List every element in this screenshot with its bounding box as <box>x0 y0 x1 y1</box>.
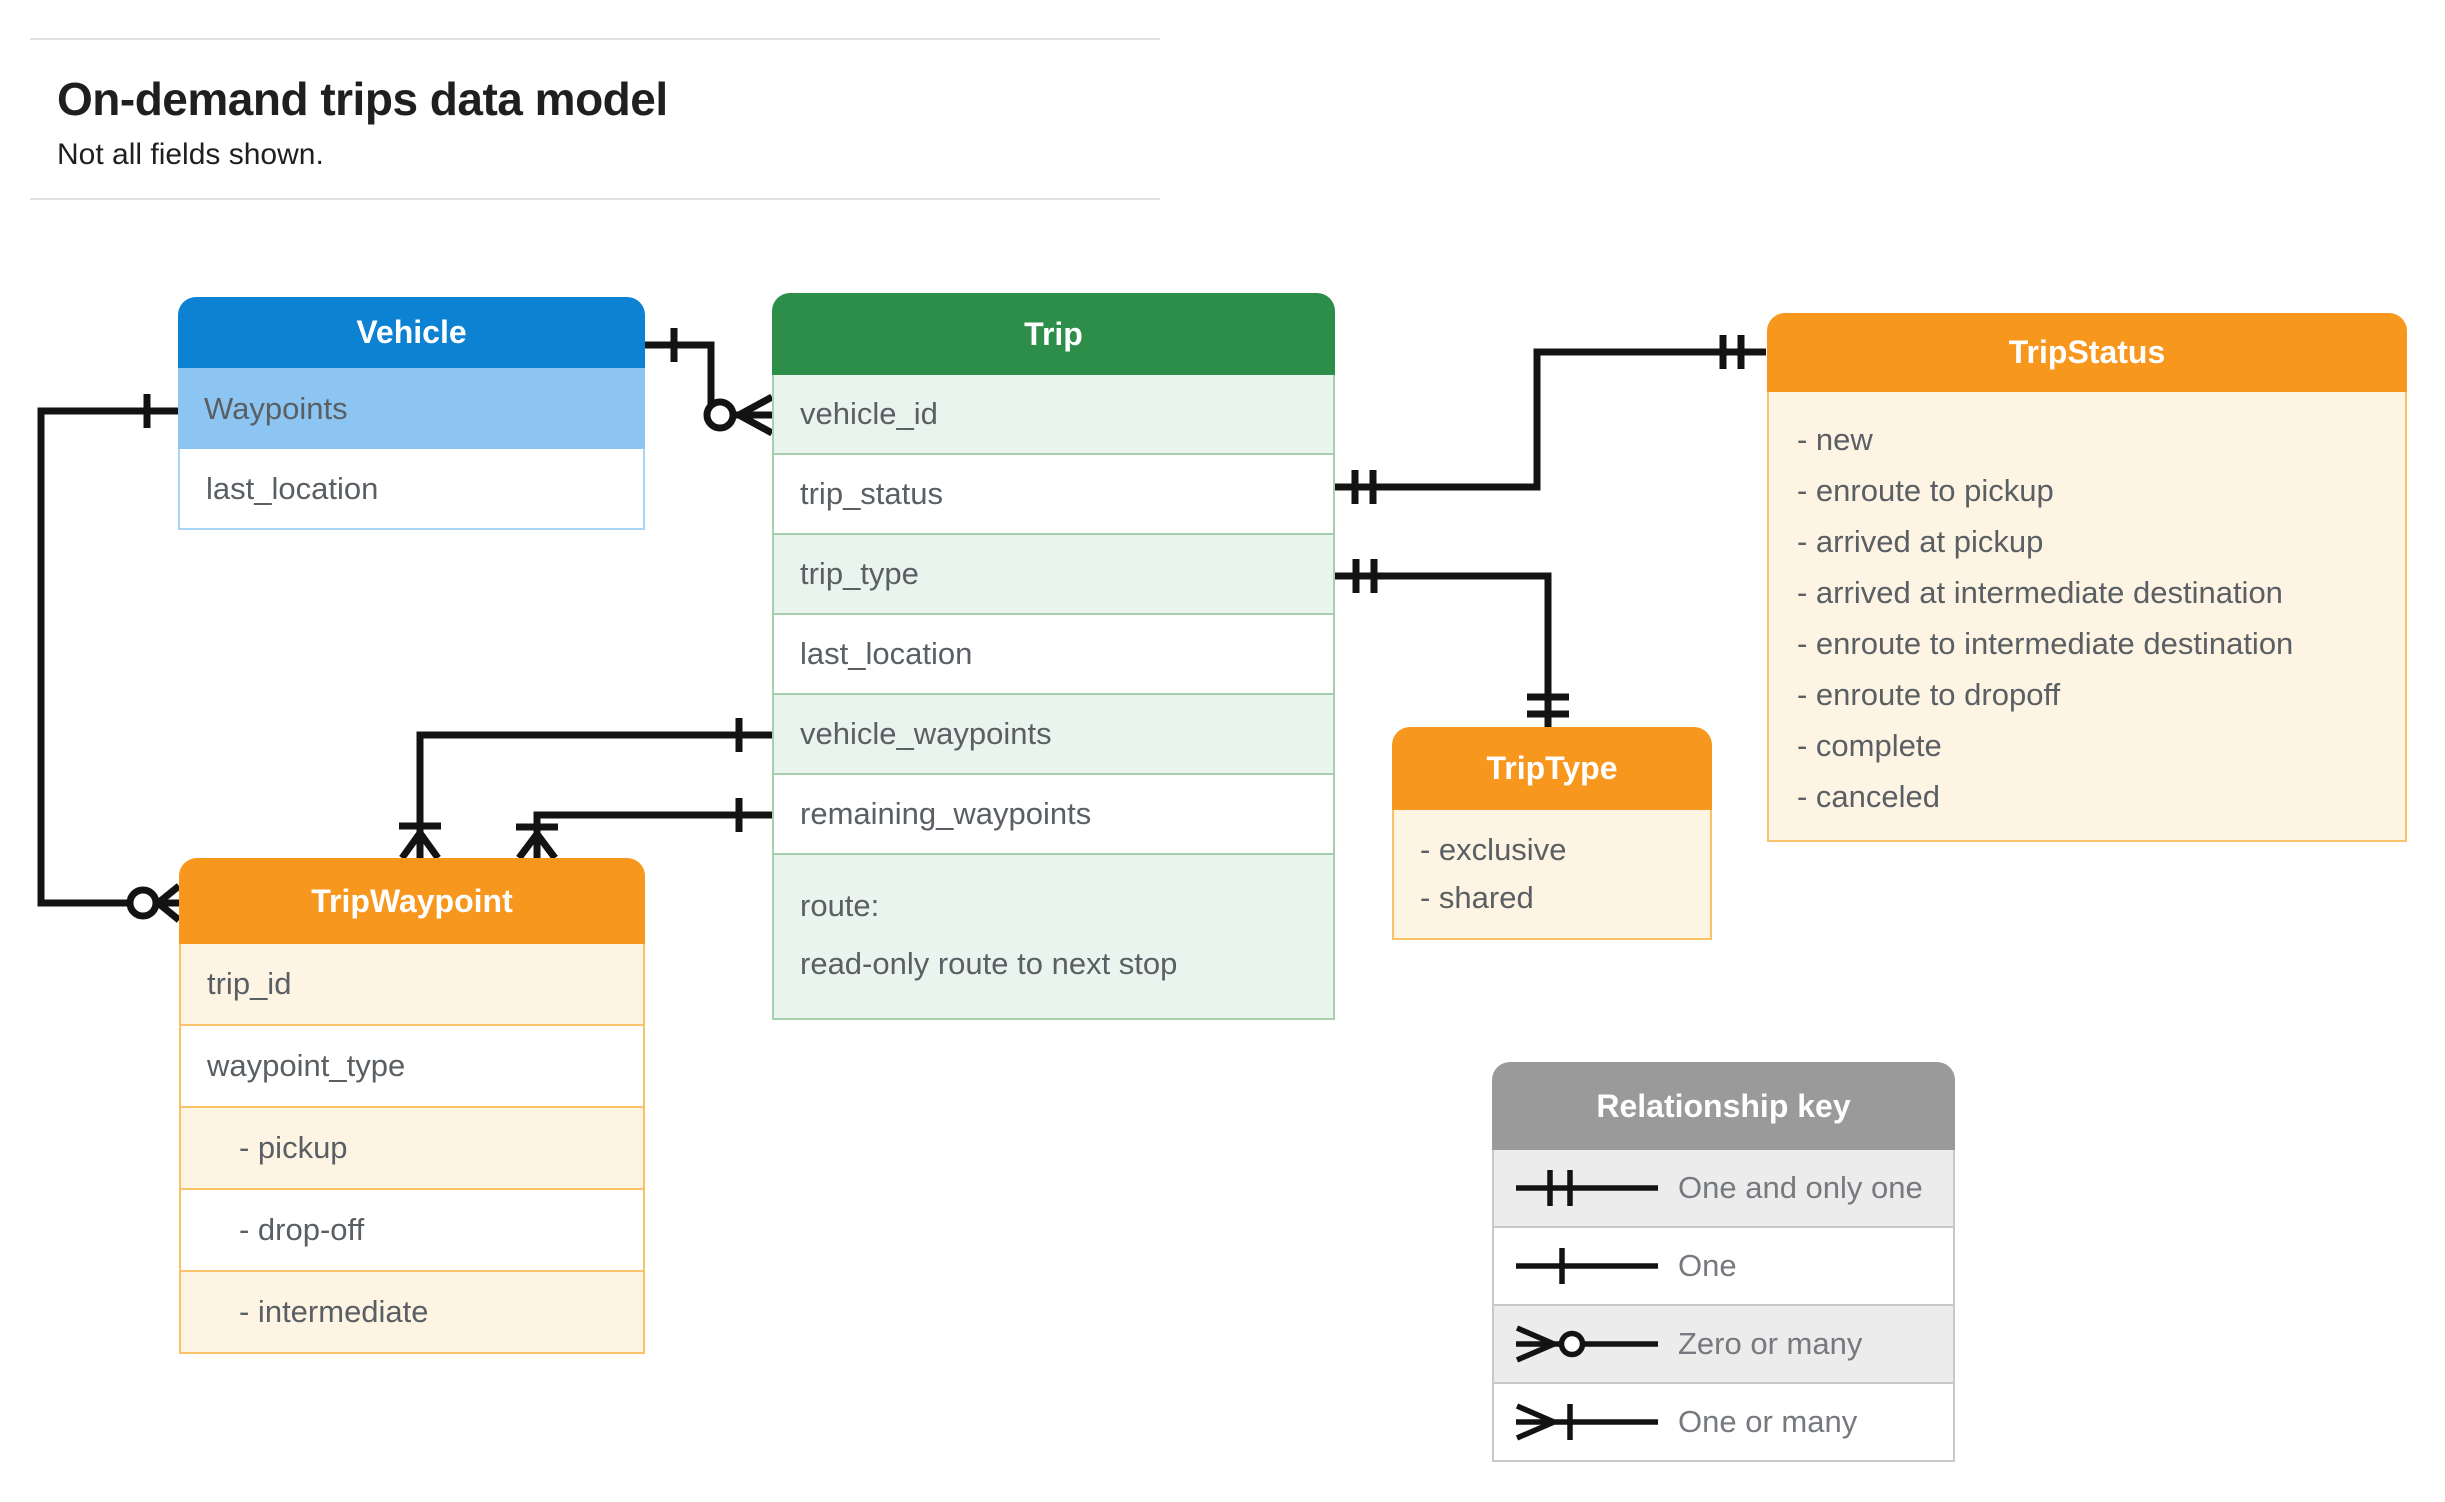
legend-symbol-one-and-only-one-icon <box>1516 1170 1658 1206</box>
legend-symbol-zero-or-many-icon <box>1515 1325 1658 1363</box>
entity-vehicle-header: Vehicle <box>178 297 645 368</box>
entity-tripwaypoint: TripWaypoint trip_id waypoint_type - pic… <box>179 858 645 1354</box>
field-tripwaypoint-pickup: - pickup <box>179 1108 645 1190</box>
field-vehicle-waypoints: Waypoints <box>178 368 645 449</box>
tripstatus-item: - arrived at pickup <box>1797 524 2044 559</box>
crow-foot-icon <box>737 393 774 419</box>
legend-label: One <box>1678 1248 1737 1283</box>
crow-foot-icon <box>417 830 441 861</box>
entity-triptype: TripType - exclusive - shared <box>1392 727 1712 940</box>
legend-label: One or many <box>1678 1404 1858 1439</box>
field-trip-route-line2: read-only route to next stop <box>800 946 1178 981</box>
tripstatus-item: - new <box>1797 422 1873 457</box>
crow-foot-icon <box>516 831 540 861</box>
field-tripwaypoint-intermediate: - intermediate <box>179 1272 645 1354</box>
crow-foot-icon <box>534 831 558 861</box>
legend-row-zero-or-many: Zero or many <box>1492 1306 1955 1384</box>
triptype-item: - exclusive <box>1420 832 1567 867</box>
field-tripwaypoint-waypoint-type: waypoint_type <box>179 1026 645 1108</box>
tripstatus-item: - enroute to intermediate destination <box>1797 626 2294 661</box>
entity-tripstatus: TripStatus - new - enroute to pickup - a… <box>1767 313 2407 842</box>
field-tripwaypoint-trip-id: trip_id <box>179 944 645 1026</box>
legend-symbol-one-icon <box>1516 1248 1658 1284</box>
field-tripwaypoint-drop-off: - drop-off <box>179 1190 645 1272</box>
crow-foot-icon <box>737 411 774 437</box>
field-trip-route-line1: route: <box>800 888 880 923</box>
field-trip-vehicle-id: vehicle_id <box>772 375 1335 455</box>
legend-symbol-one-or-many-icon <box>1515 1403 1658 1441</box>
page-subtitle: Not all fields shown. <box>57 138 324 171</box>
entity-trip: Trip vehicle_id trip_status trip_type la… <box>772 293 1335 1020</box>
tripstatus-item: - complete <box>1797 728 1942 763</box>
field-trip-type: trip_type <box>772 535 1335 615</box>
entity-tripwaypoint-header: TripWaypoint <box>179 858 645 944</box>
page-title: On-demand trips data model <box>57 73 668 125</box>
wire-trip-type-to-triptype <box>1335 559 1569 727</box>
tripstatus-item: - arrived at intermediate destination <box>1797 575 2283 610</box>
triptype-item: - shared <box>1420 880 1534 915</box>
field-trip-vehicle-waypoints: vehicle_waypoints <box>772 695 1335 775</box>
entity-trip-header: Trip <box>772 293 1335 375</box>
field-trip-status: trip_status <box>772 455 1335 535</box>
field-vehicle-last-location: last_location <box>178 449 645 530</box>
tripstatus-item: - canceled <box>1797 779 1941 814</box>
tripstatus-item: - enroute to pickup <box>1797 473 2054 508</box>
field-trip-last-location: last_location <box>772 615 1335 695</box>
legend: Relationship key One and only one One <box>1492 1062 1955 1462</box>
legend-label: Zero or many <box>1678 1326 1863 1361</box>
legend-label: One and only one <box>1678 1170 1923 1205</box>
crow-foot-icon <box>155 900 182 923</box>
entity-tripstatus-body: - new - enroute to pickup - arrived at p… <box>1767 392 2407 842</box>
top-divider <box>30 38 1160 40</box>
wire-vehicle-to-trip <box>645 328 774 437</box>
legend-row-one-and-only-one: One and only one <box>1492 1150 1955 1228</box>
wire-trip-status-to-tripstatus <box>1335 335 1766 504</box>
entity-tripstatus-header: TripStatus <box>1767 313 2407 392</box>
legend-row-one: One <box>1492 1228 1955 1306</box>
legend-row-one-or-many: One or many <box>1492 1384 1955 1462</box>
title-bottom-divider <box>30 198 1160 200</box>
entity-triptype-body: - exclusive - shared <box>1392 810 1712 940</box>
crow-foot-icon <box>155 883 182 906</box>
crow-foot-icon <box>399 830 423 861</box>
zero-circle-icon <box>703 398 737 432</box>
field-trip-remaining-waypoints: remaining_waypoints <box>772 775 1335 855</box>
tripstatus-item: - enroute to dropoff <box>1797 677 2061 712</box>
wire-vehicle-to-tripwaypoint <box>37 394 182 923</box>
legend-header: Relationship key <box>1492 1062 1955 1150</box>
wire-vehicle-waypoints-to-tripwaypoint <box>399 718 772 861</box>
entity-triptype-header: TripType <box>1392 727 1712 810</box>
entity-vehicle: Vehicle Waypoints last_location <box>178 297 645 530</box>
field-trip-route: route: read-only route to next stop <box>772 855 1335 1020</box>
wire-remaining-waypoints-to-tripwaypoint <box>516 798 772 861</box>
zero-circle-icon <box>126 886 160 920</box>
